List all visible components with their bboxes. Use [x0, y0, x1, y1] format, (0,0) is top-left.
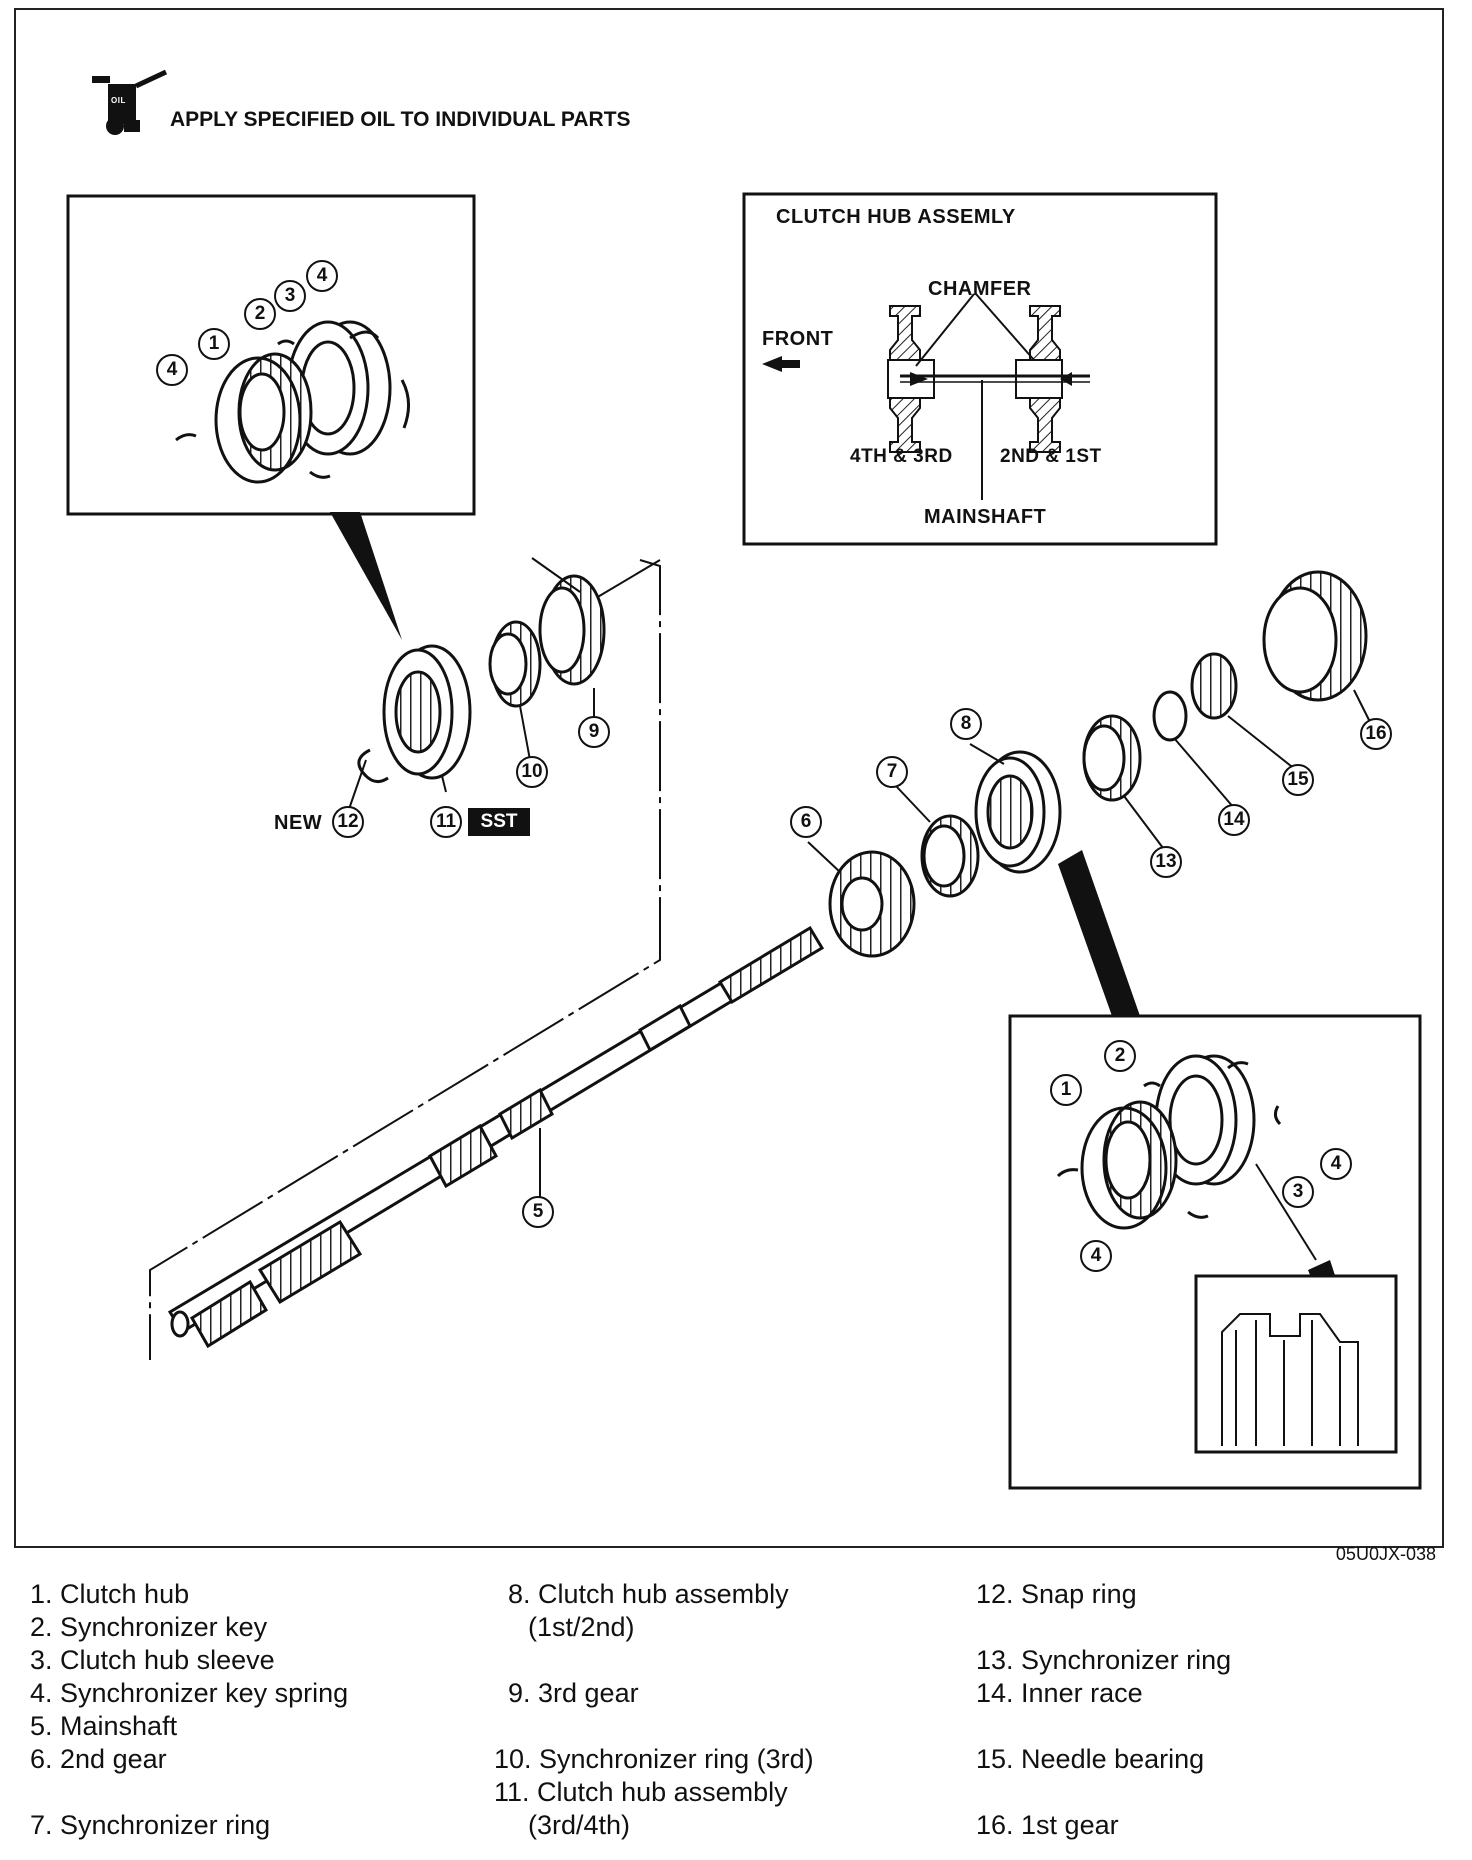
front-arrow-icon: [762, 356, 800, 372]
legend-column-3: 12. Snap ring 13. Synchronizer ring 14. …: [976, 1578, 1231, 1842]
upper-gear-parts: [357, 574, 606, 783]
legend-item: 5. Mainshaft: [30, 1711, 178, 1741]
bottom-detail-hub-parts: [1056, 1054, 1317, 1261]
legend-item: 16. 1st gear: [976, 1810, 1119, 1840]
oil-can-icon: [92, 69, 168, 135]
legend-item: 14. Inner race: [976, 1678, 1143, 1708]
callout-inner-race-14: 14: [1218, 804, 1250, 836]
bottom-detail-pointer: [1058, 850, 1140, 1016]
callout-bottom-3: 3: [1282, 1176, 1314, 1208]
legend-item: 1. Clutch hub: [30, 1579, 190, 1609]
callout-clutch-hub-8: 8: [950, 708, 982, 740]
chamfer-tooth-profile: [1221, 1313, 1359, 1446]
exploded-diagram: [66, 69, 1422, 1490]
legend-column-2: 8. Clutch hub assembly (1st/2nd) 9. 3rd …: [494, 1578, 814, 1842]
legend-item: 15. Needle bearing: [976, 1744, 1205, 1774]
sst-badge: SST: [468, 808, 530, 836]
new-label: NEW: [274, 812, 323, 834]
callout-bottom-1: 1: [1050, 1074, 1082, 1106]
callout-clutch-hub-11: 11: [430, 806, 462, 838]
mainshaft-drawing: [167, 925, 825, 1349]
callout-top-2: 2: [244, 298, 276, 330]
chamfer-detail-box: [1194, 1274, 1398, 1454]
legend-item: 13. Synchronizer ring: [976, 1645, 1232, 1675]
callout-bottom-4b: 4: [1080, 1240, 1112, 1272]
legend-item: 10. Synchronizer ring (3rd): [494, 1744, 814, 1774]
legend-item: 8. Clutch hub assembly: [508, 1579, 789, 1609]
legend-item: 6. 2nd gear: [30, 1744, 167, 1774]
diagram-frame: [14, 8, 1444, 1548]
inset-left-hub-label: 4TH & 3RD: [850, 446, 953, 467]
legend-item: 11. Clutch hub assembly: [494, 1777, 788, 1807]
inset-cross-section: [762, 293, 1090, 500]
callout-top-3: 3: [274, 280, 306, 312]
legend-item-continued: (1st/2nd): [528, 1612, 635, 1642]
legend-item: 3. Clutch hub sleeve: [30, 1645, 275, 1675]
callout-snap-ring-12: 12: [332, 806, 364, 838]
callout-sync-ring-13: 13: [1150, 846, 1182, 878]
callout-1st-gear-16: 16: [1360, 718, 1392, 750]
leader-lines: [347, 557, 1375, 1202]
legend-item-continued: (3rd/4th): [528, 1810, 631, 1840]
legend-item: 2. Synchronizer key: [30, 1612, 268, 1642]
inset-chamfer-label: CHAMFER: [928, 278, 1032, 300]
inset-front-label: FRONT: [762, 328, 834, 350]
callout-sync-ring-7: 7: [876, 756, 908, 788]
legend-item: 12. Snap ring: [976, 1579, 1137, 1609]
legend-item: 7. Synchronizer ring: [30, 1810, 271, 1840]
oil-can-label: OIL: [111, 96, 126, 105]
inset-title: CLUTCH HUB ASSEMLY: [776, 206, 1016, 228]
callout-needle-bearing-15: 15: [1282, 764, 1314, 796]
inset-shaft-label: MAINSHAFT: [924, 506, 1047, 528]
lower-gear-parts: [828, 570, 1368, 958]
callout-3rd-gear: 9: [578, 716, 610, 748]
callout-sync-ring-10: 10: [516, 756, 548, 788]
clutch-hub-inset: [742, 192, 1218, 546]
callout-mainshaft: 5: [522, 1196, 554, 1228]
callout-bottom-2: 2: [1104, 1040, 1136, 1072]
assembly-outline-top: [595, 559, 661, 599]
legend-item: 4. Synchronizer key spring: [30, 1678, 349, 1708]
oil-instruction: APPLY SPECIFIED OIL TO INDIVIDUAL PARTS: [170, 108, 631, 131]
callout-bottom-4a: 4: [1320, 1148, 1352, 1180]
top-detail-hub-parts: [175, 320, 410, 484]
callout-top-4b: 4: [156, 354, 188, 386]
callout-2nd-gear: 6: [790, 806, 822, 838]
legend-column-1: 1. Clutch hub 2. Synchronizer key 3. Clu…: [30, 1578, 348, 1842]
callout-top-1: 1: [198, 328, 230, 360]
inset-right-hub-label: 2ND & 1ST: [1000, 446, 1102, 467]
callout-top-4a: 4: [306, 260, 338, 292]
figure-code: 05U0JX-038: [1335, 1544, 1436, 1564]
legend-item: 9. 3rd gear: [508, 1678, 639, 1708]
top-detail-pointer: [330, 512, 402, 640]
